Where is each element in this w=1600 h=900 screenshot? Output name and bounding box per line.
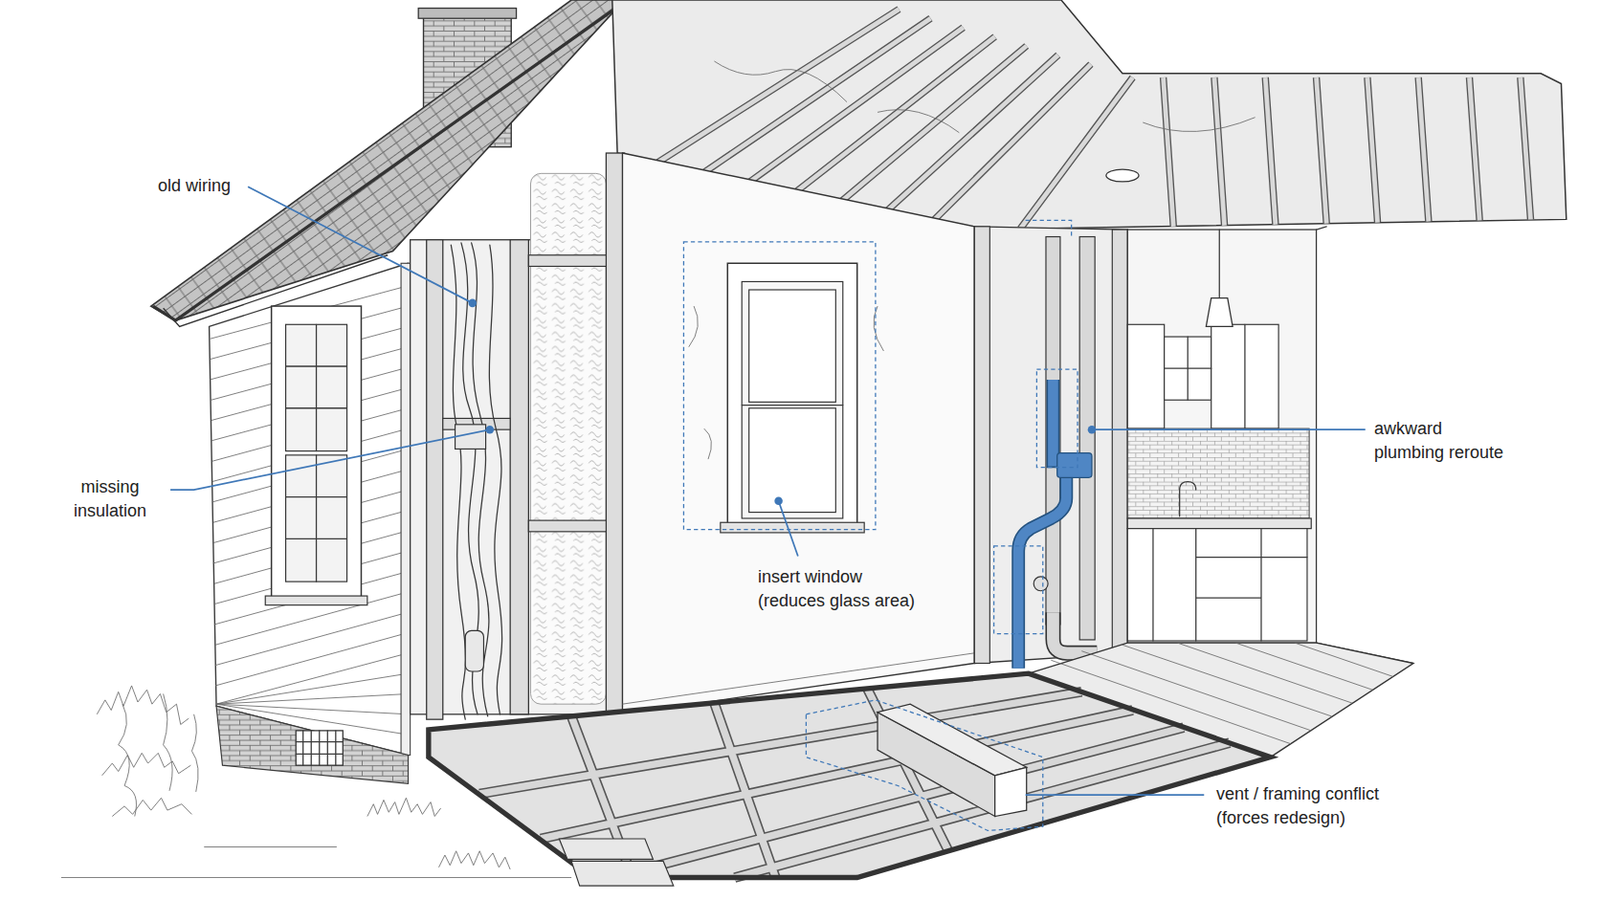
- plumbing-cavity-part: [1052, 612, 1097, 654]
- floor-framing-part: [479, 688, 1230, 878]
- insert-window-part: [727, 263, 857, 527]
- exterior-window: [265, 306, 368, 606]
- kitchen-part: [1127, 428, 1310, 519]
- ceiling-joists-part: [1020, 77, 1531, 229]
- plumbing-cavity-part: [1057, 453, 1092, 479]
- exterior-window-part: [286, 324, 348, 582]
- leader-lines-part: [1025, 794, 1205, 797]
- kitchen-part: [1153, 529, 1308, 642]
- callout-label: missing insulation: [55, 475, 165, 524]
- insert-window-part: [741, 281, 844, 519]
- interior-wall: [622, 153, 975, 715]
- interior-wall-part: [622, 153, 975, 715]
- callout-label: insert window (reduces glass area): [757, 565, 926, 614]
- kitchen-part: [1127, 529, 1308, 642]
- floor-framing-part: [558, 839, 653, 860]
- callout-label: old wiring: [157, 174, 273, 199]
- siding-wall-part: [295, 731, 343, 766]
- kitchen-part: [1127, 324, 1164, 429]
- leader-lines-part: [467, 299, 477, 309]
- kitchen-part: [1164, 324, 1245, 429]
- leader-lines-part: [1088, 425, 1097, 435]
- kitchen-part: [1205, 298, 1233, 328]
- siding-wall-part: [400, 263, 411, 756]
- ground-vegetation-part: [61, 847, 572, 879]
- floor-framing-part: [479, 688, 1230, 878]
- wall-cutaway-part: [488, 244, 502, 715]
- ceiling-joists-part: [713, 61, 1255, 134]
- wall-cutaway-part: [450, 244, 466, 720]
- insert-window-part: [749, 408, 837, 513]
- ground-vegetation-part: [96, 686, 192, 818]
- plumbing-cavity-part: [994, 546, 1044, 635]
- leader-lines-part: [778, 501, 799, 557]
- plumbing-cavity-part: [1052, 612, 1097, 654]
- ground-vegetation-part: [118, 693, 199, 817]
- roof-part: [418, 8, 516, 20]
- wall-cutaway-part: [455, 424, 487, 450]
- plumbing-cavity-part: [974, 226, 990, 665]
- siding-wall-part: [295, 731, 343, 766]
- leader-lines-part: [170, 429, 490, 490]
- floor-framing-part: [805, 700, 1043, 832]
- wall-cutaway-part: [465, 630, 484, 672]
- wall-cutaway-part: [605, 153, 624, 715]
- wall-cutaway-part: [528, 520, 606, 533]
- kitchen: [1127, 226, 1414, 665]
- siding-wall: [209, 263, 411, 784]
- callout-label: vent / framing conflict (forces redesign…: [1216, 782, 1395, 831]
- duct: [877, 704, 1027, 817]
- insert-window-part: [749, 289, 837, 402]
- plumbing-cavity-part: [1079, 237, 1095, 641]
- leader-lines-part: [486, 425, 495, 435]
- callout-label: awkward plumbing reroute: [1374, 417, 1511, 466]
- wall-cutaway-part: [426, 240, 444, 720]
- siding-wall-part: [216, 706, 408, 784]
- plumbing-cavity-part: [1036, 369, 1078, 467]
- siding-wall-part: [209, 263, 409, 756]
- siding-wall-part: [210, 286, 409, 735]
- insert-window-part: [720, 522, 865, 534]
- insert-window-part: [741, 404, 844, 406]
- plumbing-cavity-part: [1033, 577, 1048, 592]
- kitchen-part: [1219, 229, 1221, 298]
- ground-vegetation-part: [367, 798, 511, 870]
- wall-cutaway-part: [528, 255, 606, 267]
- leader-lines-part: [247, 186, 473, 304]
- leader-lines-part: [774, 497, 783, 507]
- wall-cutaway-part: [530, 173, 606, 705]
- floor-framing-part: [428, 673, 1271, 878]
- exterior-window-part: [271, 306, 362, 600]
- floor-framing-part: [571, 861, 674, 887]
- roof-part: [163, 255, 389, 328]
- floor-framing: [428, 673, 1271, 887]
- plumbing-cavity-part: [1111, 229, 1128, 654]
- kitchen-part: [1179, 482, 1197, 517]
- insert-window: [720, 263, 865, 534]
- ceiling-joists-part: [1020, 77, 1531, 229]
- wall-cutaway: [410, 153, 625, 720]
- kitchen-part: [1127, 518, 1312, 530]
- kitchen-part: [1127, 229, 1316, 644]
- wall-cutaway-part: [510, 240, 529, 715]
- leader-lines-part: [1091, 428, 1366, 431]
- plumbing-cavity: [974, 220, 1128, 668]
- leader-lines: [170, 186, 1366, 796]
- ceiling-joists-part: [1106, 169, 1139, 182]
- exterior-window-part: [265, 596, 368, 606]
- duct-part: [995, 767, 1027, 817]
- interior-wall-part: [683, 242, 875, 531]
- duct-part: [877, 704, 1027, 777]
- plumbing-cavity-part: [1025, 220, 1072, 237]
- floor-framing-part: [428, 673, 1271, 878]
